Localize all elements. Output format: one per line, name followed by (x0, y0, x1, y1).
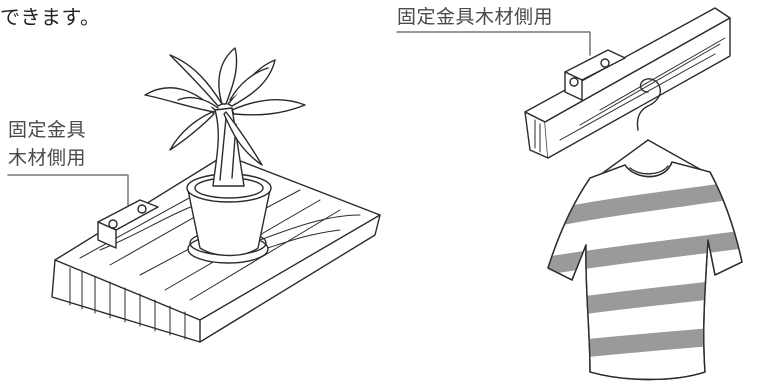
caption-text: できます。 (0, 5, 101, 29)
hanger (599, 78, 706, 176)
shelf-bracket (97, 199, 159, 249)
bracket-label-left-line1: 固定金具 (8, 119, 87, 141)
leader-line-right (396, 31, 591, 56)
leader-line-left (7, 174, 129, 206)
wood-beam (524, 7, 731, 159)
t-shirt (547, 161, 743, 381)
bracket-label-left-line2: 木材側用 (8, 147, 87, 169)
beam-bracket (564, 49, 626, 101)
plant-leaves (144, 47, 306, 166)
bracket-label-right: 固定金具木材側用 (397, 6, 554, 28)
plant-pot (186, 173, 272, 257)
